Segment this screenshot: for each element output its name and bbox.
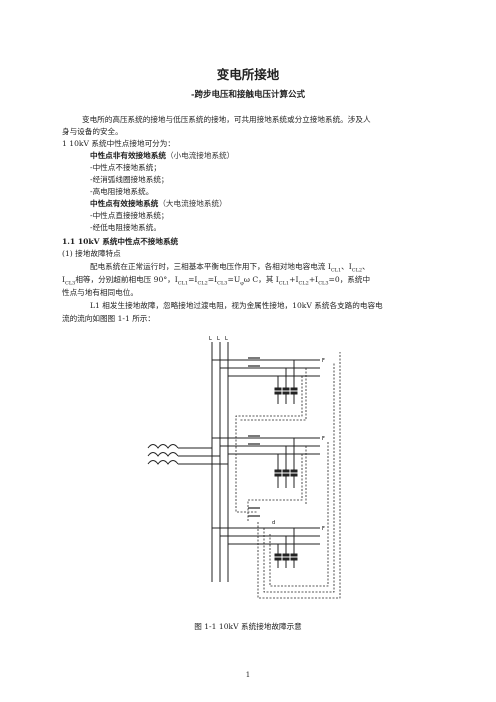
grounding-fault-diagram: L L L F F F d (147, 336, 341, 599)
fault-point-label: d (272, 520, 275, 526)
phase-label: L (225, 336, 228, 342)
para-1-line-1: 配电系统在正常运行时，三相基本平衡电压作用下，各相对地电容电流 ICL1、ICL… (90, 262, 370, 274)
document-subtitle: -跨步电压和接触电压计算公式 (190, 90, 306, 100)
item-1-heading: (1) 接地故障特点 (62, 249, 121, 258)
group-1-title: 中性点非有效接地系统 (90, 151, 166, 160)
section-1-1-heading: 1.1 10kV 系统中性点不接地系统 (62, 237, 179, 246)
feeder-label: F (322, 358, 325, 364)
group-1-item: -中性点不接地系统； (90, 163, 161, 172)
group-2-item: -经低电阻接地系统。 (90, 223, 161, 232)
para-2-line-2: 流的流向如图图 1-1 所示： (62, 314, 155, 323)
phase-label: L (217, 336, 220, 342)
group-1-item: -经消弧线圈接地系统； (90, 175, 169, 184)
document-title: 变电所接地 (216, 67, 280, 82)
group-2-heading: 中性点有效接地系统（大电流接地系统） (90, 198, 227, 210)
feeder-label: F (322, 436, 325, 442)
group-1-item: -高电阻接地系统。 (90, 187, 154, 196)
para-1-line-2: ICL3相等，分别超前相电压 90°，ICL1=ICL2=ICL3=Uφω C，… (62, 275, 371, 287)
intro-line-2: 身与设备的安全。 (62, 127, 123, 136)
group-2-title: 中性点有效接地系统 (90, 199, 159, 208)
group-2-note: （大电流接地系统） (158, 199, 227, 208)
section-1-heading: 1 10kV 系统中性点接地可分为： (62, 139, 175, 148)
intro-line-1: 变电所的高压系统的接地与低压系统的接地，可共用接地系统或分立接地系统。涉及人 (82, 115, 371, 124)
page-number: 1 (245, 671, 251, 679)
group-2-item: -中性点直接接地系统； (90, 211, 169, 220)
group-1-heading: 中性点非有效接地系统（小电流接地系统） (90, 150, 234, 162)
para-2-line-1: L1 相发生接地故障，忽略接地过渡电阻，视为金属性接地，10kV 系统各支路的电… (90, 301, 383, 310)
phase-label: L (209, 336, 212, 342)
figure-caption: 图 1-1 10kV 系统接地故障示意 (194, 622, 302, 631)
feeder-label: F (322, 526, 325, 532)
para-1-line-3: 性点与地有相同电位。 (62, 288, 138, 297)
group-1-note: （小电流接地系统） (165, 151, 235, 160)
